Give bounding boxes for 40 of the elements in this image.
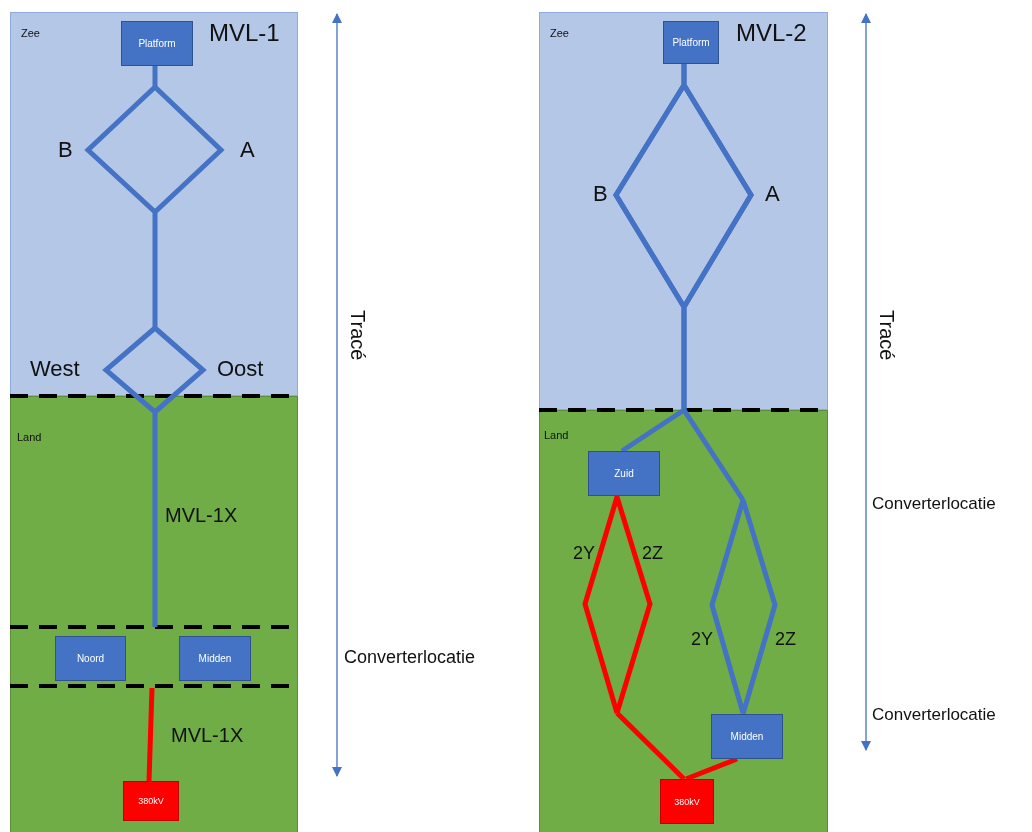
land-area	[539, 410, 828, 832]
dimension-label: Converterlocatie	[872, 495, 996, 512]
line-label: MVL-1X	[165, 505, 238, 525]
cable-route	[582, 493, 687, 782]
cable-route	[685, 756, 738, 782]
line-label: 2Z	[775, 630, 796, 648]
line-label: 2Z	[642, 544, 663, 562]
line-label: Oost	[217, 358, 264, 380]
line-label: 2Y	[691, 630, 714, 648]
dimension-label: Converterlocatie	[872, 706, 996, 723]
grid-connection-box: 380kV	[123, 781, 179, 821]
station-box: Noord	[55, 636, 126, 681]
line-label: B	[58, 139, 73, 161]
dimension-label: Tracé	[877, 310, 897, 361]
sea-area	[539, 12, 828, 410]
cable-route	[146, 687, 155, 782]
station-box: Zuid	[588, 451, 660, 496]
platform-box: Platform	[663, 21, 719, 64]
line-label: B	[593, 183, 608, 205]
land-area	[10, 396, 298, 832]
zone-label: Zee	[550, 27, 569, 39]
sea-area	[10, 12, 298, 396]
cable-route	[613, 61, 778, 717]
line-label: 2Y	[573, 544, 596, 562]
zone-label: Land	[544, 429, 569, 441]
line-label: A	[765, 183, 780, 205]
route-title: MVL-2	[736, 19, 807, 47]
platform-box: Platform	[121, 21, 193, 66]
zone-label: Land	[17, 431, 42, 443]
line-label: West	[30, 358, 80, 380]
zone-label: Zee	[21, 27, 40, 39]
route-title: MVL-1	[209, 19, 280, 47]
grid-connection-box: 380kV	[660, 779, 714, 824]
station-box: Midden	[179, 636, 251, 681]
cable-route	[84, 63, 225, 630]
station-box: Midden	[711, 714, 783, 759]
dimension-label: Tracé	[348, 310, 368, 361]
line-label: A	[240, 139, 255, 161]
dimension-label: Converterlocatie	[344, 648, 476, 666]
line-label: MVL-1X	[171, 725, 244, 745]
